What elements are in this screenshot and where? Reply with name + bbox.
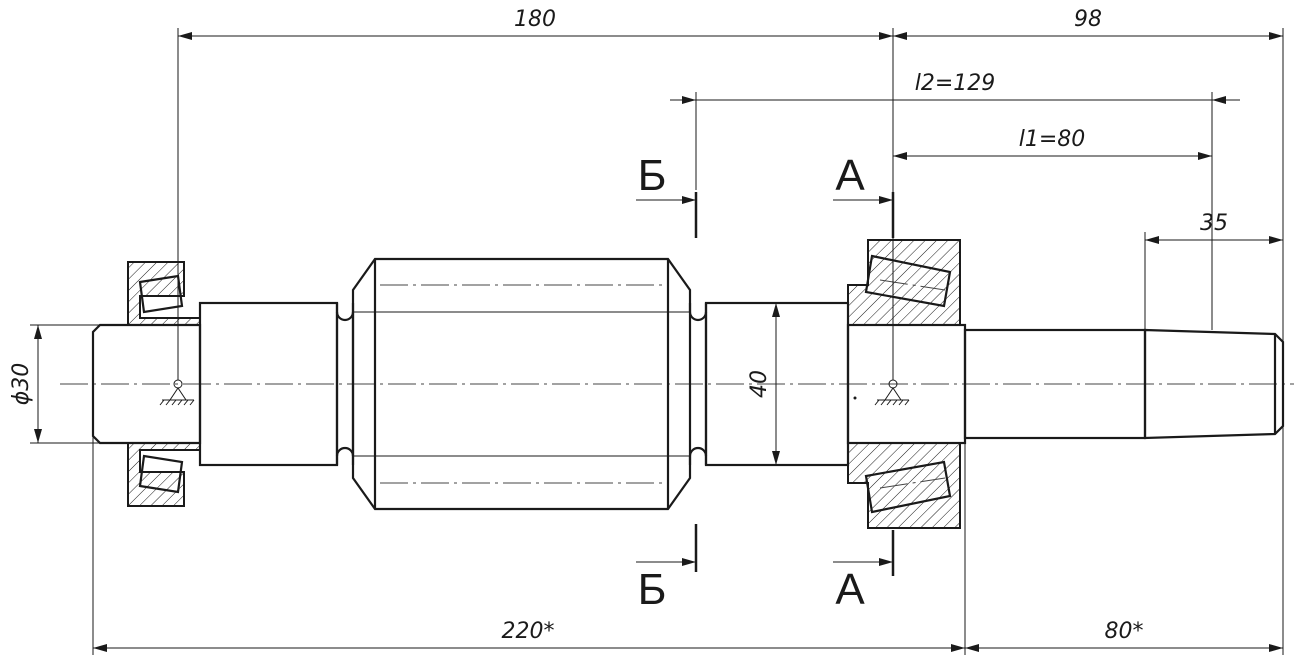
dimension-lines: [34, 32, 1283, 652]
support-symbol-left: [159, 379, 195, 406]
dim-diameter-40: 40: [747, 370, 772, 398]
section-marker-a-bottom: [833, 530, 895, 576]
left-bearing: [127, 261, 201, 507]
section-label-b-bottom: Б: [638, 565, 667, 614]
section-label-a-top: А: [835, 151, 865, 200]
section-marker-b-top: [636, 192, 698, 238]
dim-l2: l2=129: [915, 71, 996, 96]
section-marker-a-top: [833, 192, 895, 238]
dim-diameter-30: ϕ30: [9, 363, 34, 406]
marker-dot: [853, 396, 857, 400]
section-marker-b-bottom: [636, 524, 698, 572]
dim-l1: l1=80: [1019, 127, 1086, 152]
right-bearing: [847, 239, 961, 529]
dim-180: 180: [514, 7, 556, 32]
dim-80: 80*: [1105, 619, 1144, 644]
dim-220: 220*: [502, 619, 555, 644]
dim-98: 98: [1074, 7, 1102, 32]
section-label-a-bottom: А: [835, 565, 865, 614]
shaft-body: [91, 257, 1285, 511]
support-symbol-right: [874, 379, 910, 406]
dim-35: 35: [1200, 211, 1228, 236]
extension-lines: [30, 28, 1284, 655]
section-label-b-top: Б: [638, 151, 667, 200]
